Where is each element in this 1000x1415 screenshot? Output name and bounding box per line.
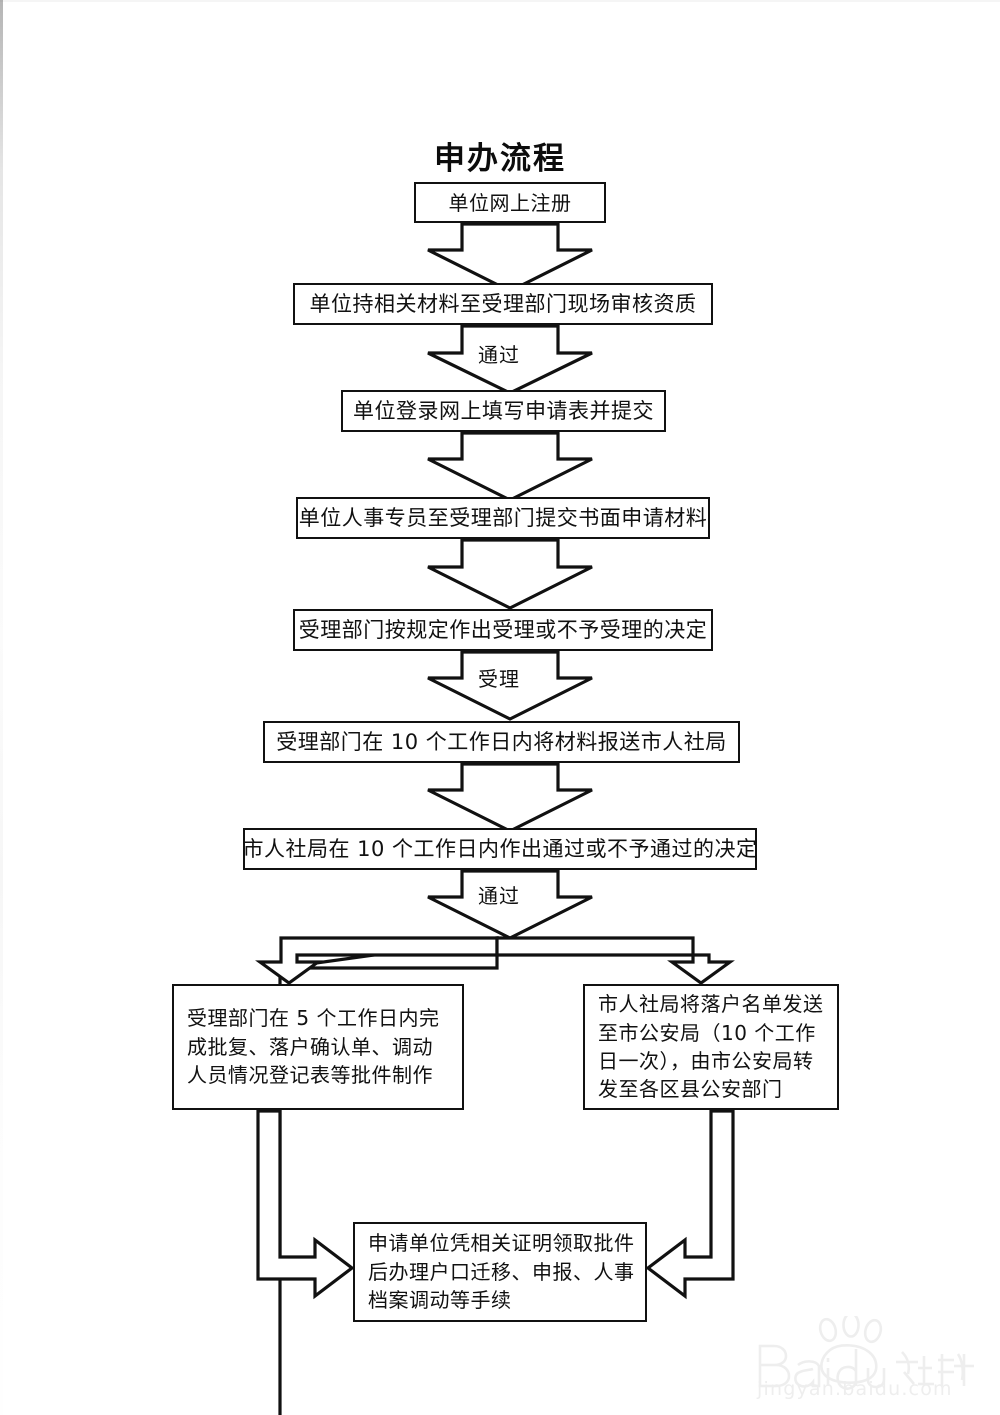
arrow-n9-n10	[645, 1109, 735, 1300]
arrow-n1-n2	[427, 222, 593, 293]
flow-node-label: 受理部门按规定作出受理或不予受理的决定	[298, 617, 708, 642]
paw-pad-3	[863, 1318, 883, 1344]
edge-label-pass-2: 通过	[478, 884, 520, 908]
flow-node-online-application-submit[interactable]: 单位登录网上填写申请表并提交	[341, 390, 666, 432]
flow-node-acceptance-decision[interactable]: 受理部门按规定作出受理或不予受理的决定	[293, 609, 713, 651]
arrow-n8-n10	[256, 1109, 355, 1300]
flow-node-label: 市人社局将落户名单发送至市公安局（10 个工作日一次），由市公安局转发至各区县公…	[598, 992, 824, 1102]
scan-edge-top	[0, 0, 1000, 2]
edge-label-accept: 受理	[478, 667, 520, 691]
flow-node-label: 申请单位凭相关证明领取批件后办理户口迁移、申报、人事档案调动等手续	[368, 1231, 635, 1313]
arrow-split-to-n8	[255, 936, 499, 985]
baidu-watermark	[758, 1316, 974, 1390]
wm-letter-B	[758, 1344, 791, 1388]
edge-label-pass-1: 通过	[478, 343, 520, 367]
wm-cn-2	[938, 1353, 974, 1386]
flow-node-onsite-qualification-review[interactable]: 单位持相关材料至受理部门现场审核资质	[293, 283, 713, 325]
flow-node-label: 单位登录网上填写申请表并提交	[353, 398, 654, 423]
wm-letter-u	[866, 1368, 886, 1389]
scan-edge-left	[0, 0, 3, 1415]
flow-node-send-list-to-police[interactable]: 市人社局将落户名单发送至市公安局（10 个工作日一次），由市公安局转发至各区县公…	[583, 984, 839, 1110]
paw-pad-1	[818, 1317, 838, 1343]
paw-pad-2	[842, 1316, 860, 1338]
wm-cn-1	[896, 1351, 934, 1386]
wm-letter-d	[836, 1349, 858, 1390]
flow-node-label: 受理部门在 5 个工作日内完成批复、落户确认单、调动人员情况登记表等批件制作	[187, 1006, 440, 1088]
arrow-n3-n4	[427, 431, 593, 502]
arrow-n6-n7	[427, 762, 593, 833]
flow-node-label: 受理部门在 10 个工作日内将材料报送市人社局	[276, 729, 727, 754]
flow-node-report-to-bureau[interactable]: 受理部门在 10 个工作日内将材料报送市人社局	[263, 721, 740, 763]
flow-node-label: 单位网上注册	[448, 190, 572, 215]
flow-node-documents-production[interactable]: 受理部门在 5 个工作日内完成批复、落户确认单、调动人员情况登记表等批件制作	[172, 984, 464, 1110]
arrow-n4-n5	[427, 538, 593, 610]
paw-palm	[820, 1344, 878, 1384]
flow-node-bureau-approval-decision[interactable]: 市人社局在 10 个工作日内作出通过或不予通过的决定	[242, 828, 758, 870]
flow-node-label: 单位持相关材料至受理部门现场审核资质	[309, 291, 697, 316]
flow-node-paper-materials-submit[interactable]: 单位人事专员至受理部门提交书面申请材料	[296, 497, 710, 539]
flow-node-label: 单位人事专员至受理部门提交书面申请材料	[298, 505, 708, 530]
flow-node-label: 市人社局在 10 个工作日内作出通过或不予通过的决定	[242, 836, 758, 861]
page-title: 申办流程	[434, 141, 566, 177]
arrow-split-to-n9	[495, 936, 735, 985]
flow-node-unit-online-registration[interactable]: 单位网上注册	[414, 182, 606, 223]
baidu-watermark-url: jingyan.baidu.com	[757, 1378, 953, 1400]
flow-node-final-procedures[interactable]: 申请单位凭相关证明领取批件后办理户口迁移、申报、人事档案调动等手续	[353, 1222, 647, 1322]
wm-letter-a	[794, 1360, 821, 1388]
